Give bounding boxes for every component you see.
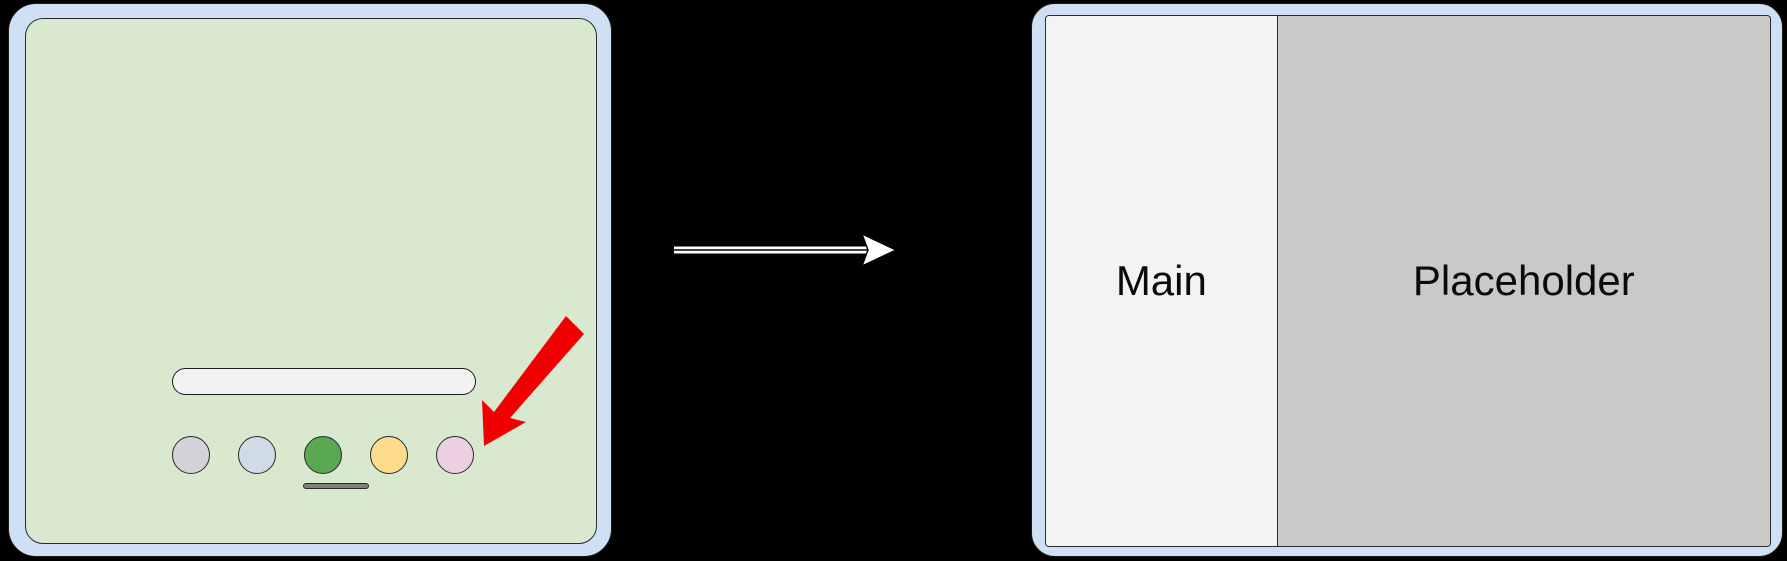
pane-main[interactable]: Main: [1046, 16, 1278, 546]
dock-icon-pink[interactable]: [436, 436, 474, 474]
tablet-after-frame: Main Placeholder: [1031, 3, 1783, 557]
dock-icon-grey[interactable]: [172, 436, 210, 474]
dock-icon-blue[interactable]: [238, 436, 276, 474]
pane-placeholder-label: Placeholder: [1412, 257, 1635, 304]
dock-icon-yellow[interactable]: [370, 436, 408, 474]
search-input[interactable]: [172, 368, 476, 395]
dock-icon-green[interactable]: [304, 436, 342, 474]
tablet-before-screen: [25, 18, 597, 544]
pane-main-label: Main: [1115, 257, 1207, 304]
transition-arrow-icon: [674, 233, 897, 267]
home-indicator: [303, 483, 369, 489]
tablet-before-frame: [8, 3, 612, 557]
pane-placeholder[interactable]: Placeholder: [1277, 16, 1770, 546]
tablet-after-screen: Main Placeholder: [1045, 15, 1771, 547]
dock: [172, 430, 502, 480]
